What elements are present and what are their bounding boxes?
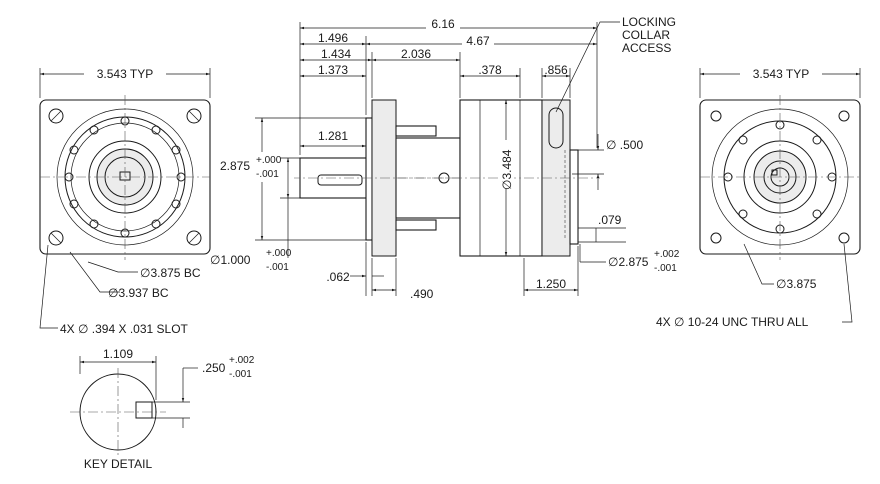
housing-dia-dim: ∅3.484 [500,149,514,190]
locking-collar-slot [548,107,564,149]
left-flange-view: 3.543 TYP ∅3.875 BC ∅3.937 BC 4X ∅ .394 … [39,66,211,336]
pilot-dim-tol-dn: -.001 [256,169,279,180]
bc-large-label: ∅3.937 BC [108,286,169,300]
bolt-hole-icons [64,116,186,238]
pilot-dim-main: 2.875 [220,159,250,173]
out-shaft-dia: ∅ .500 [606,138,643,152]
key-detail-view: 1.109 .250 +.002 -.001 KEY DETAIL [70,347,255,471]
slot-note: 4X ∅ .394 X .031 SLOT [60,322,189,336]
locking-note-2: COLLAR [622,28,670,42]
dim-1496: 1.496 [318,31,348,45]
pilot-dim-tol-up: +.000 [256,155,282,166]
corner-slot-icons [48,108,202,246]
shaft-dia-main: ∅1.000 [210,253,251,267]
right-width-dim: 3.543 TYP [753,67,809,81]
locking-note-3: ACCESS [622,41,671,55]
locking-note-1: LOCKING [622,15,676,29]
bc-small-leader [87,261,138,273]
key-slot-icon [135,401,153,419]
dim-079: .079 [598,213,622,227]
out-pilot-tol-up: +.002 [654,249,680,260]
side-view: 6.16 1.496 4.67 1.434 2.036 1.373 .378 .… [210,15,680,301]
dim-490: .490 [410,287,434,301]
dim-1434: 1.434 [321,47,351,61]
right-corner-hole-icons [710,110,850,244]
right-flange-view: 3.543 TYP ∅3.875 4X ∅ 10-24 UNC THRU ALL [656,66,861,329]
dim-856: .856 [544,63,568,77]
dim-062: .062 [326,270,350,284]
shaft-dia-tol-up: +.000 [266,248,292,259]
key-size-tol-dn: -.001 [229,369,252,380]
locking-collar-leader [555,21,620,113]
dim-2036: 2.036 [401,47,431,61]
key-size-tol-up: +.002 [229,355,255,366]
shaft-dia-tol-dn: -.001 [266,262,289,273]
collar-screw-icon [771,169,778,176]
dim-1281: 1.281 [318,129,348,143]
key-detail-label: KEY DETAIL [84,457,153,471]
right-bc-label: ∅3.875 [776,277,817,291]
right-hole-note: 4X ∅ 10-24 UNC THRU ALL [656,315,809,329]
dim-378: .378 [478,63,502,77]
key-size-main: .250 [202,361,226,375]
dim-1373: 1.373 [318,63,348,77]
dim-overall: 6.16 [431,17,455,31]
key-width-dim: 1.109 [103,347,133,361]
out-pilot-tol-dn: -.001 [654,263,677,274]
left-width-dim: 3.543 TYP [97,67,153,81]
dim-1250: 1.250 [536,277,566,291]
out-pilot-main: ∅2.875 [608,255,649,269]
bc-small-label: ∅3.875 BC [140,266,201,280]
shaft-keyway [317,174,363,186]
dim-467: 4.67 [466,34,490,48]
